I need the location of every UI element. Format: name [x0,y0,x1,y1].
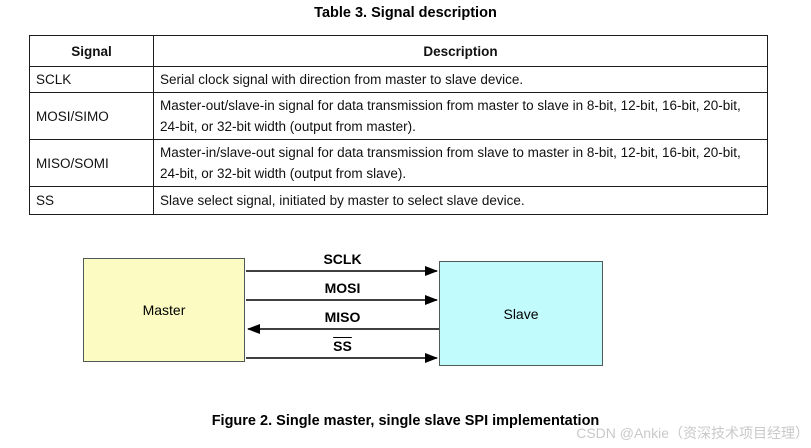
mosi-signal-label: MOSI [324,280,361,296]
table-row: SCLK Serial clock signal with direction … [29,66,768,93]
description-cell: Serial clock signal with direction from … [153,66,768,93]
master-box-label: Master [142,302,186,318]
signal-cell: MOSI/SIMO [29,92,154,140]
column-header-description: Description [153,35,768,67]
slave-box: Slave [439,261,603,366]
ss-signal-label: SS [333,338,352,354]
signal-arrows [246,266,439,363]
description-cell: Master-in/slave-out signal for data tran… [153,139,768,187]
sclk-signal-label: SCLK [323,251,362,267]
table-header-row: Signal Description [29,35,768,67]
watermark: CSDN @Ankie（资深技术项目经理） [576,425,809,441]
miso-signal-label: MISO [324,309,361,325]
signal-description-table: Signal Description SCLK Serial clock sig… [29,35,768,215]
description-cell: Slave select signal, initiated by master… [153,186,768,215]
table-row: SS Slave select signal, initiated by mas… [29,186,768,215]
figure-caption: Figure 2. Single master, single slave SP… [211,413,600,429]
spi-block-diagram: Master Slave SCLK MOSI MISO SS [0,250,811,380]
signal-cell: SS [29,186,154,215]
column-header-signal: Signal [29,35,154,67]
table-title: Table 3. Signal description [314,5,497,21]
table-row: MOSI/SIMO Master-out/slave-in signal for… [29,92,768,140]
slave-box-label: Slave [503,305,539,322]
table-row: MISO/SOMI Master-in/slave-out signal for… [29,139,768,187]
description-cell: Master-out/slave-in signal for data tran… [153,92,768,140]
master-box: Master [83,258,245,362]
signal-cell: MISO/SOMI [29,139,154,187]
signal-cell: SCLK [29,66,154,93]
